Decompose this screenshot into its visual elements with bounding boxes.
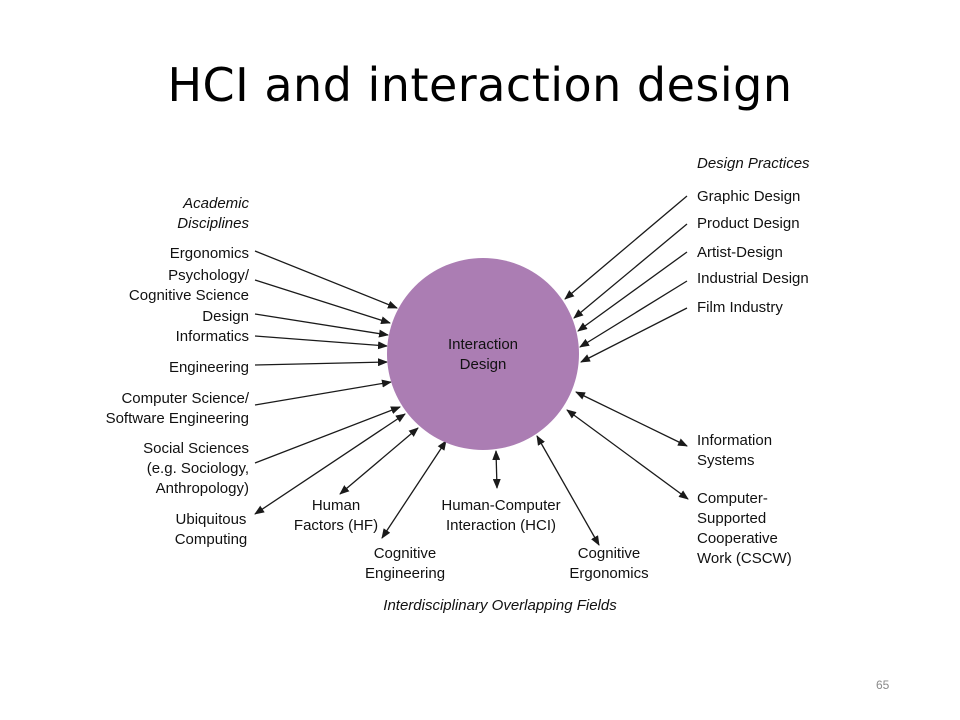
academic-label-engineering: Engineering xyxy=(169,359,249,376)
academic-label-design: Design xyxy=(202,308,249,325)
practice-label-film-industry: Film Industry xyxy=(697,299,783,316)
field-label-ubiquitous-computing-line: Computing xyxy=(175,531,248,548)
academic-label-psychology-line: Psychology/ xyxy=(168,267,250,284)
academic-label-engineering-line: Engineering xyxy=(169,359,249,376)
practice-label-industrial-design: Industrial Design xyxy=(697,270,809,287)
field-label-hci-line: Interaction (HCI) xyxy=(446,517,556,534)
arrow-design xyxy=(254,313,389,338)
arrow-graphic-design xyxy=(564,195,688,300)
arrow-ergonomics xyxy=(254,250,398,309)
academic-label-informatics-line: Informatics xyxy=(176,328,249,345)
field-label-cognitive-engineering-line: Cognitive xyxy=(374,545,437,562)
field-label-human-factors-line: Factors (HF) xyxy=(294,517,378,534)
field-label-information-systems-line: Information xyxy=(697,432,772,449)
academic-label-social-sciences: Social Sciences (e.g. Sociology, Anthropol… xyxy=(143,440,249,497)
academic-label-psychology-line: Cognitive Science xyxy=(129,287,249,304)
page-number: 65 xyxy=(876,678,890,692)
arrow-computer-science xyxy=(254,379,392,406)
arrow-product-design xyxy=(573,223,688,319)
arrow-artist-design xyxy=(577,251,688,332)
field-label-cognitive-ergonomics-line: Cognitive xyxy=(578,545,641,562)
academic-label-ergonomics: Ergonomics xyxy=(170,245,249,262)
arrow-layer xyxy=(254,195,689,546)
practice-label-artist-design: Artist-Design xyxy=(697,244,783,261)
academic-label-psychology: Psychology/Cognitive Science xyxy=(129,267,250,304)
field-label-ubiquitous-computing-line: Ubiquitous xyxy=(176,511,247,528)
practice-label-product-design: Product Design xyxy=(697,215,800,232)
design-practices-heading: Design Practices xyxy=(697,155,810,172)
academic-label-ergonomics-line: Ergonomics xyxy=(170,245,249,262)
academic-label-design-line: Design xyxy=(202,308,249,325)
slide-title: HCI and interaction design xyxy=(167,58,793,112)
field-label-information-systems-line: Systems xyxy=(697,452,755,469)
practice-label-film-industry-line: Film Industry xyxy=(697,299,783,316)
center-label-line: Design xyxy=(460,356,507,373)
arrow-engineering xyxy=(254,358,388,367)
arrow-hci xyxy=(492,450,501,489)
interdisciplinary-fields-heading: Interdisciplinary Overlapping Fields xyxy=(383,597,617,614)
academic-label-computer-science-line: Computer Science/ xyxy=(121,390,249,407)
design-practices-heading-line: Design Practices xyxy=(697,155,810,172)
academic-label-social-sciences-line: Social Sciences xyxy=(143,440,249,457)
arrow-information-systems xyxy=(575,391,688,447)
arrow-human-factors xyxy=(339,427,419,495)
center-label-line: Interaction xyxy=(448,336,518,353)
practice-label-graphic-design-line: Graphic Design xyxy=(697,188,800,205)
practice-label-industrial-design-line: Industrial Design xyxy=(697,270,809,287)
field-label-cognitive-engineering-line: Engineering xyxy=(365,565,445,582)
practice-label-product-design-line: Product Design xyxy=(697,215,800,232)
arrow-film-industry xyxy=(580,307,688,363)
field-label-cscw-line: Work (CSCW) xyxy=(697,550,792,567)
arrow-informatics xyxy=(254,335,388,350)
arrow-psychology xyxy=(254,279,391,325)
academic-label-informatics: Informatics xyxy=(176,328,249,345)
academic-label-computer-science-line: Software Engineering xyxy=(106,410,249,427)
arrow-cscw xyxy=(566,409,689,500)
academic-disciplines-heading-line: Disciplines xyxy=(177,215,249,232)
academic-label-computer-science: Computer Science/Software Engineering xyxy=(106,390,250,427)
practice-label-graphic-design: Graphic Design xyxy=(697,188,800,205)
field-label-cscw-line: Cooperative xyxy=(697,530,778,547)
field-label-hci-line: Human-Computer xyxy=(441,497,560,514)
field-label-cscw-line: Supported xyxy=(697,510,766,527)
academic-label-social-sciences-line: Anthropology) xyxy=(156,480,249,497)
academic-label-social-sciences-line: (e.g. Sociology, xyxy=(147,460,249,477)
field-label-cscw-line: Computer- xyxy=(697,490,768,507)
interdisciplinary-fields-heading-line: Interdisciplinary Overlapping Fields xyxy=(383,597,617,614)
arrow-industrial-design xyxy=(579,280,688,348)
arrow-social-sciences xyxy=(254,406,401,464)
arrow-cognitive-engineering xyxy=(381,440,447,539)
academic-disciplines-heading-line: Academic xyxy=(182,195,249,212)
practice-label-artist-design-line: Artist-Design xyxy=(697,244,783,261)
field-label-human-factors-line: Human xyxy=(312,497,360,514)
field-label-cognitive-ergonomics-line: Ergonomics xyxy=(569,565,648,582)
interaction-design-circle xyxy=(387,258,579,450)
